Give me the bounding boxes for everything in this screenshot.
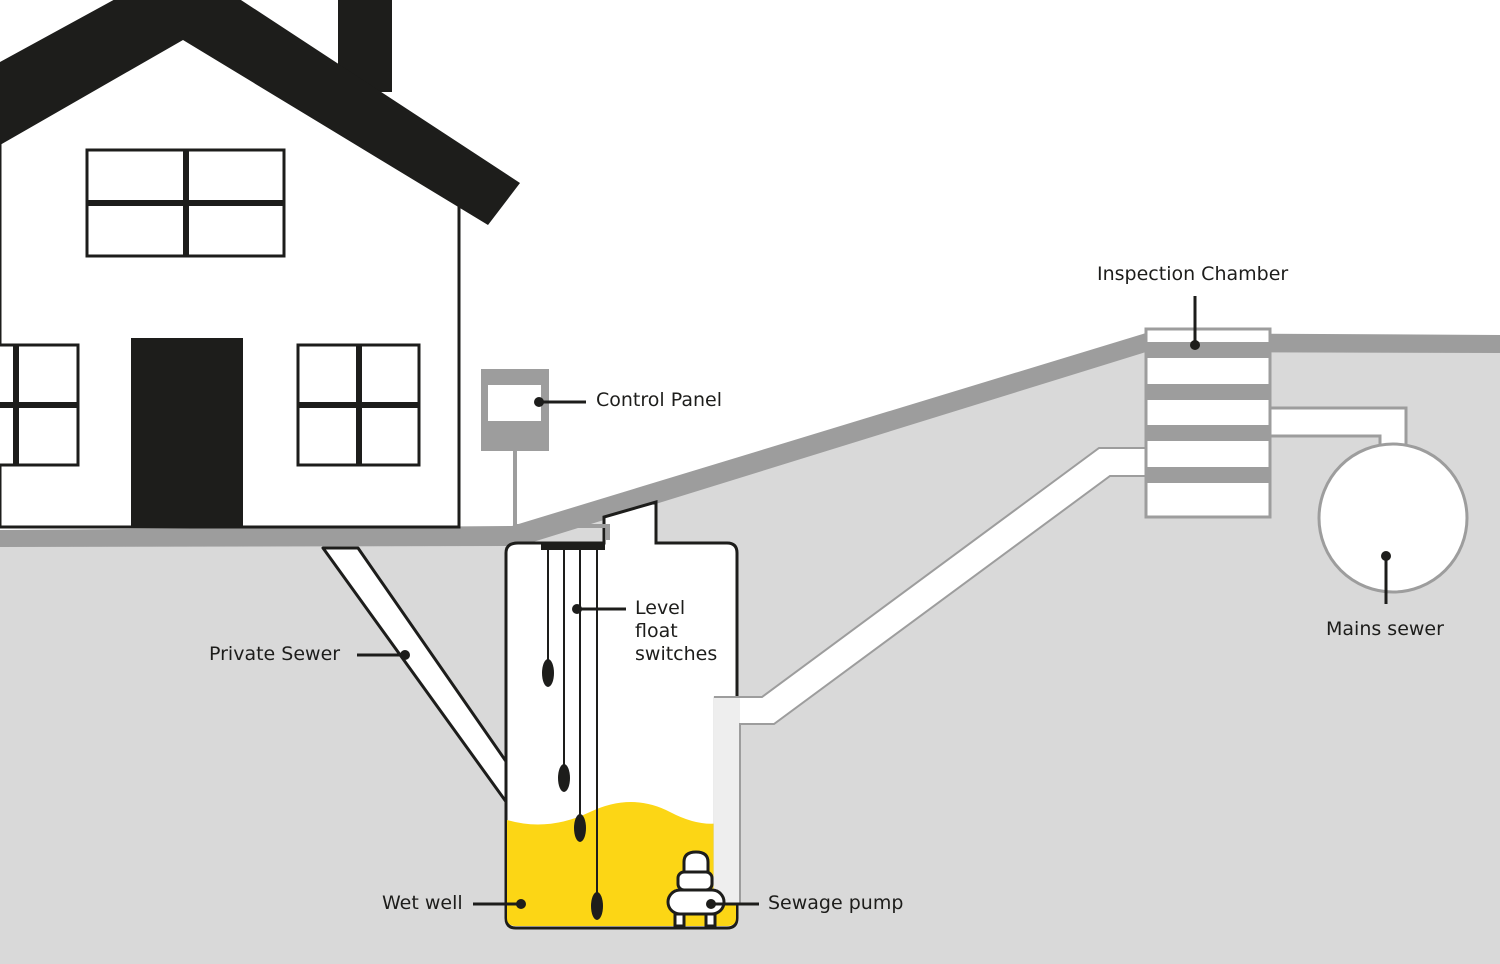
label-mains-sewer: Mains sewer: [1326, 618, 1444, 640]
label-level-float-line1: Level: [635, 597, 685, 619]
roof: [0, 0, 520, 225]
inspection-chamber: [1144, 327, 1272, 519]
label-control-panel: Control Panel: [596, 389, 722, 411]
ground-soil: [0, 343, 1500, 964]
left-window: [0, 343, 80, 467]
leader-lines: [357, 296, 1391, 909]
label-wet-well: Wet well: [382, 892, 463, 914]
label-sewage-pump: Sewage pump: [768, 892, 903, 914]
house: [0, 0, 520, 529]
label-inspection-chamber: Inspection Chamber: [1097, 263, 1288, 285]
mains-sewer-pipe: [1317, 442, 1469, 594]
label-level-float-line3: switches: [635, 643, 717, 665]
discharge-pipe: [714, 697, 740, 903]
float-switch-mount: [541, 544, 605, 550]
level-float-switches: [542, 550, 603, 920]
right-window: [296, 343, 421, 467]
upper-window: [85, 148, 286, 258]
control-panel: [481, 369, 610, 540]
front-door: [131, 338, 243, 527]
label-private-sewer: Private Sewer: [209, 643, 340, 665]
label-level-float-line2: float: [635, 620, 678, 642]
